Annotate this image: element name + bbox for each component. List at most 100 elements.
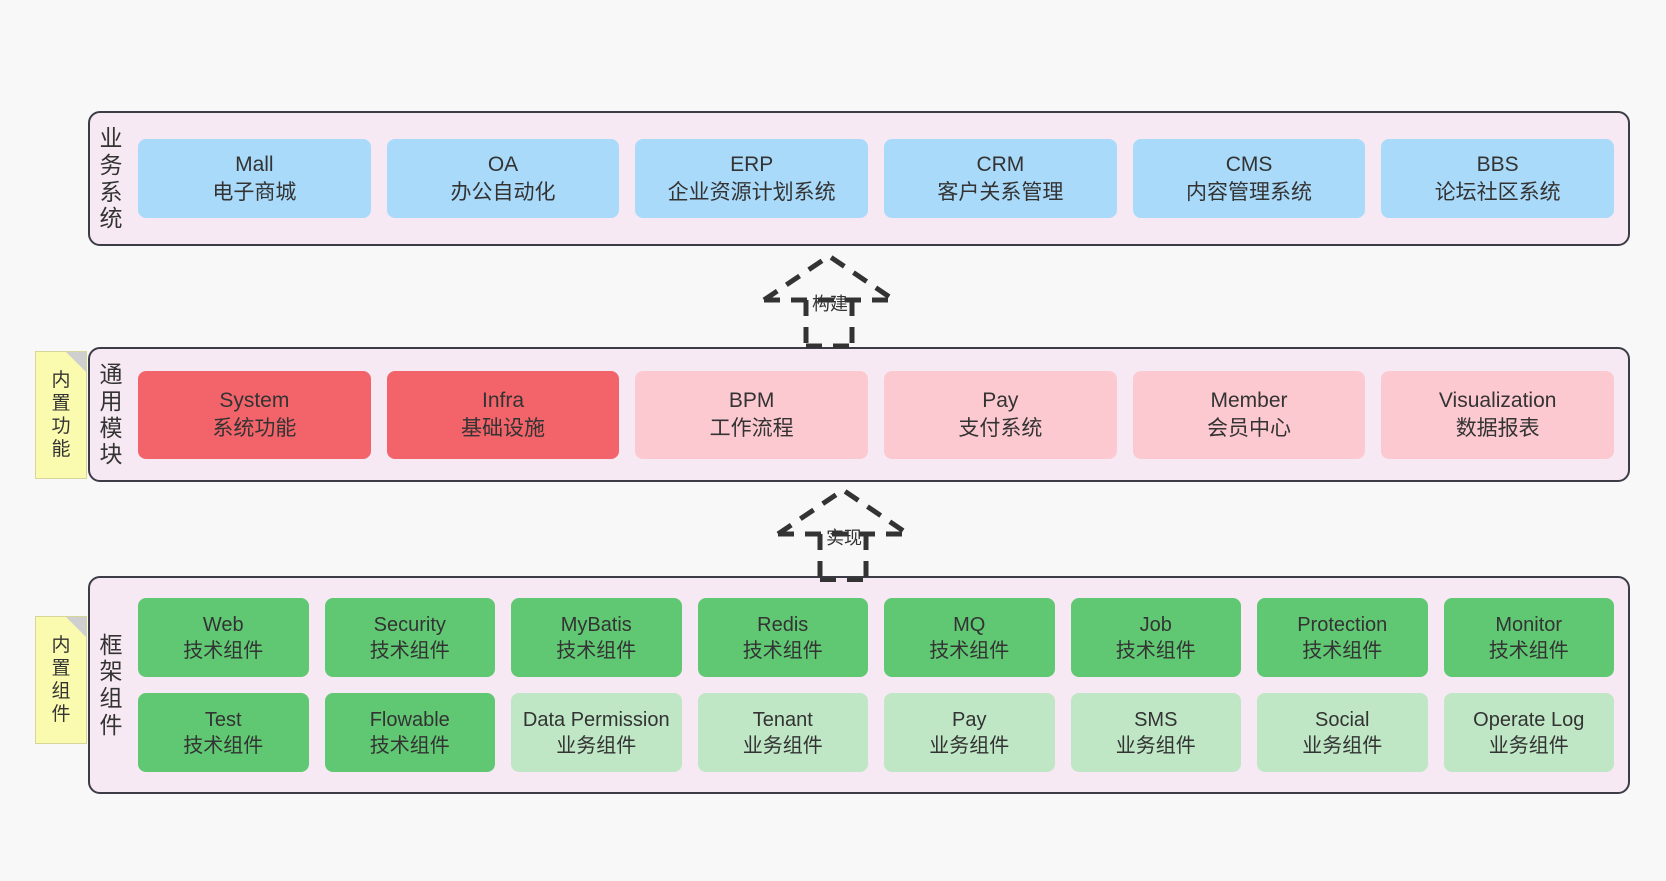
layer-label-char: 框 xyxy=(99,631,123,658)
card-subtitle: 技术组件 xyxy=(556,639,637,662)
sticky-label-char: 件 xyxy=(51,704,71,726)
card-redis[interactable]: Redis 技术组件 xyxy=(697,598,868,677)
card-mall[interactable]: Mall 电子商城 xyxy=(138,139,371,218)
card-visualization[interactable]: Visualization 数据报表 xyxy=(1381,370,1615,459)
card-bpm[interactable]: BPM 工作流程 xyxy=(635,370,869,459)
sticky-note-builtin-function: 内 置 功 能 xyxy=(35,351,87,479)
card-title: Member xyxy=(1210,389,1288,413)
card-oa[interactable]: OA 办公自动化 xyxy=(386,139,620,218)
card-subtitle: 企业资源计划系统 xyxy=(667,180,836,204)
layer-label-char: 通 xyxy=(99,361,123,388)
card-subtitle: 技术组件 xyxy=(742,639,823,662)
sticky-label-char: 能 xyxy=(51,439,71,461)
layer-label-common-modules: 通 用 模 块 xyxy=(90,349,132,480)
card-subtitle: 技术组件 xyxy=(369,734,450,757)
layer-label-char: 务 xyxy=(99,151,123,178)
card-operate-log[interactable]: Operate Log 业务组件 xyxy=(1443,693,1614,772)
framework-card-row-business: Test 技术组件 Flowable 技术组件 Data Permission … xyxy=(138,693,1614,772)
sticky-fold-icon xyxy=(66,352,86,372)
card-title: System xyxy=(219,389,290,413)
card-cms[interactable]: CMS 内容管理系统 xyxy=(1132,139,1366,218)
card-member[interactable]: Member 会员中心 xyxy=(1132,370,1366,459)
card-subtitle: 业务组件 xyxy=(556,734,637,757)
card-bbs[interactable]: BBS 论坛社区系统 xyxy=(1381,139,1615,218)
card-sms[interactable]: SMS 业务组件 xyxy=(1070,693,1241,772)
card-subtitle: 电子商城 xyxy=(212,180,297,204)
layer-label-char: 模 xyxy=(99,414,123,441)
card-title: Monitor xyxy=(1495,613,1563,636)
framework-card-row-technical: Web 技术组件 Security 技术组件 MyBatis 技术组件 Redi… xyxy=(138,598,1614,677)
card-title: Visualization xyxy=(1438,389,1557,413)
connector-implement-label: 实现 xyxy=(826,528,862,548)
card-title: Operate Log xyxy=(1473,708,1585,731)
layer-label-char: 件 xyxy=(99,711,123,738)
card-title: Mall xyxy=(235,153,274,177)
card-subtitle: 技术组件 xyxy=(183,639,264,662)
card-flowable[interactable]: Flowable 技术组件 xyxy=(324,693,495,772)
card-subtitle: 业务组件 xyxy=(1115,734,1196,757)
card-job[interactable]: Job 技术组件 xyxy=(1070,598,1241,677)
card-title: Web xyxy=(202,613,244,636)
card-mq[interactable]: MQ 技术组件 xyxy=(884,598,1055,677)
card-social[interactable]: Social 业务组件 xyxy=(1257,693,1428,772)
card-web[interactable]: Web 技术组件 xyxy=(138,598,309,677)
card-title: Protection xyxy=(1297,613,1388,636)
card-title: CRM xyxy=(976,153,1025,177)
card-test[interactable]: Test 技术组件 xyxy=(138,693,309,772)
sticky-label-char: 置 xyxy=(51,392,71,414)
card-title: BBS xyxy=(1476,153,1519,177)
card-monitor[interactable]: Monitor 技术组件 xyxy=(1443,598,1614,677)
card-title: MQ xyxy=(953,613,986,636)
card-subtitle: 支付系统 xyxy=(958,416,1043,440)
card-subtitle: 数据报表 xyxy=(1455,416,1540,440)
sticky-label-char: 功 xyxy=(51,416,71,437)
card-title: Pay xyxy=(982,389,1019,413)
card-subtitle: 基础设施 xyxy=(461,416,545,440)
sticky-note-builtin-component: 内 置 组 件 xyxy=(35,616,87,744)
business-cards-container: Mall 电子商城 OA 办公自动化 ERP 企业资源计划系统 CRM 客户关系… xyxy=(132,113,1628,244)
card-system[interactable]: System 系统功能 xyxy=(138,370,371,459)
sticky-label-char: 内 xyxy=(51,369,71,391)
layer-label-char: 组 xyxy=(99,685,123,711)
layer-framework-components: 框 架 组 件 Web 技术组件 Security 技术组件 MyBatis 技… xyxy=(88,576,1630,794)
card-title: CMS xyxy=(1225,153,1273,177)
card-subtitle: 技术组件 xyxy=(183,734,264,757)
implement-arrow-icon xyxy=(776,486,910,583)
card-infra[interactable]: Infra 基础设施 xyxy=(386,370,620,459)
card-subtitle: 业务组件 xyxy=(1302,734,1383,757)
card-pay-component[interactable]: Pay 业务组件 xyxy=(884,693,1055,772)
layer-label-char: 架 xyxy=(99,658,123,685)
layer-label-char: 块 xyxy=(99,441,123,468)
card-title: MyBatis xyxy=(560,613,632,636)
card-title: ERP xyxy=(730,153,774,177)
connector-build-label: 构建 xyxy=(812,294,848,314)
card-subtitle: 系统功能 xyxy=(212,416,297,440)
layer-label-char: 系 xyxy=(99,178,123,205)
card-security[interactable]: Security 技术组件 xyxy=(324,598,495,677)
card-title: OA xyxy=(487,153,519,177)
connector-build: 构建 xyxy=(744,248,964,349)
card-crm[interactable]: CRM 客户关系管理 xyxy=(884,139,1117,218)
layer-label-framework-components: 框 架 组 件 xyxy=(90,578,132,792)
card-subtitle: 业务组件 xyxy=(929,734,1010,757)
card-title: Data Permission xyxy=(522,708,670,731)
common-card-row: System 系统功能 Infra 基础设施 BPM 工作流程 Pay 支付系统… xyxy=(138,370,1615,459)
card-title: Flowable xyxy=(369,708,450,731)
card-title: SMS xyxy=(1134,708,1178,731)
card-data-permission[interactable]: Data Permission 业务组件 xyxy=(511,693,682,772)
card-pay-module[interactable]: Pay 支付系统 xyxy=(884,370,1117,459)
card-title: Social xyxy=(1315,708,1370,731)
sticky-label-char: 置 xyxy=(51,657,71,679)
card-erp[interactable]: ERP 企业资源计划系统 xyxy=(635,139,869,218)
card-subtitle: 客户关系管理 xyxy=(937,180,1064,204)
card-subtitle: 论坛社区系统 xyxy=(1434,180,1561,204)
card-title: Security xyxy=(373,613,446,636)
card-subtitle: 内容管理系统 xyxy=(1186,180,1313,204)
layer-common-modules: 通 用 模 块 System 系统功能 Infra 基础设施 BPM 工作流程 xyxy=(88,347,1630,482)
card-tenant[interactable]: Tenant 业务组件 xyxy=(697,693,868,772)
card-protection[interactable]: Protection 技术组件 xyxy=(1257,598,1428,677)
card-mybatis[interactable]: MyBatis 技术组件 xyxy=(511,598,682,677)
card-subtitle: 技术组件 xyxy=(1488,639,1569,662)
build-arrow-icon xyxy=(762,252,896,349)
